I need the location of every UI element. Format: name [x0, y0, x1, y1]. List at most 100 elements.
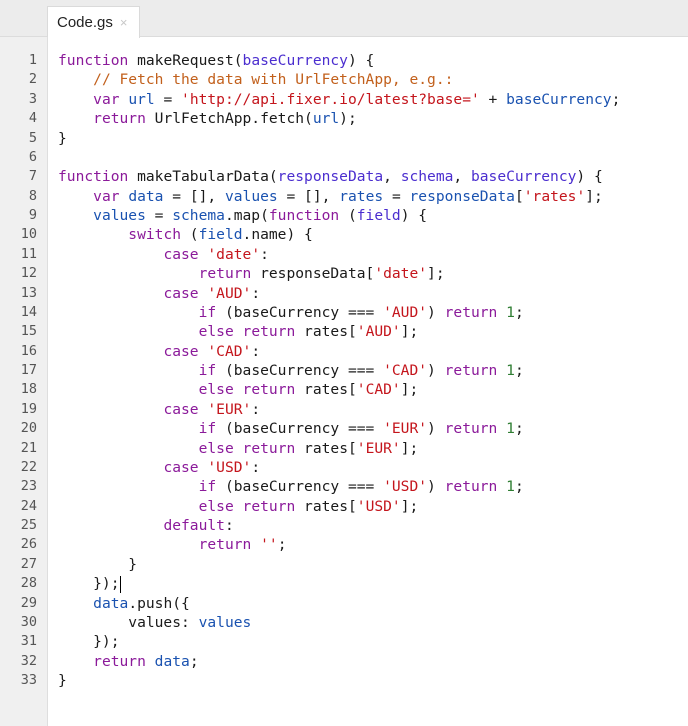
line-number: 27 [20, 555, 37, 572]
line-number: 22 [20, 458, 37, 475]
code-line[interactable]: return UrlFetchApp.fetch(url); [58, 109, 620, 128]
line-number: 33 [20, 672, 37, 688]
code-token-plain: ; [611, 90, 621, 108]
line-number: 21 [20, 439, 37, 456]
code-line[interactable]: switch (field.name) { [58, 225, 620, 244]
line-number: 28 [20, 575, 37, 592]
code-line[interactable]: else return rates['CAD']; [58, 380, 620, 399]
code-token-str: 'EUR' [356, 439, 401, 457]
code-line[interactable]: else return rates['EUR']; [58, 439, 620, 458]
code-token-plain: : [251, 400, 261, 418]
code-token-param: baseCurrency [242, 52, 348, 69]
code-token-cmt: // Fetch the data with UrlFetchApp, e.g.… [93, 71, 454, 89]
code-token-plain: ( [181, 226, 199, 244]
code-token-plain: .name) { [242, 226, 313, 244]
tab-bar: Code.gs × [0, 0, 688, 38]
code-line[interactable]: case 'AUD': [58, 284, 620, 303]
code-line[interactable]: values: values [58, 613, 620, 632]
line-number: 10 [20, 226, 37, 243]
code-token-plain: ]; [585, 187, 603, 205]
code-token-plain: ]; [400, 381, 419, 399]
code-line[interactable]: } [58, 671, 620, 690]
code-token-plain: } [58, 672, 67, 689]
code-line[interactable]: values = schema.map(function (field) { [58, 206, 620, 225]
code-token-kw: return [242, 381, 296, 399]
line-number: 6 [28, 148, 37, 165]
close-icon[interactable]: × [119, 15, 128, 30]
code-line[interactable]: return ''; [58, 535, 620, 554]
code-line[interactable]: default: [58, 516, 620, 535]
code-token-str: 'CAD' [207, 342, 252, 360]
code-token-plain [58, 595, 93, 612]
line-number: 8 [28, 187, 37, 204]
line-number: 17 [20, 362, 37, 378]
code-line[interactable]: function makeRequest(baseCurrency) { [58, 51, 620, 70]
code-token-kw: else [198, 381, 234, 399]
code-line[interactable]: else return rates['AUD']; [58, 322, 620, 341]
line-number: 11 [20, 245, 37, 262]
code-line[interactable]: function makeTabularData(responseData, s… [58, 167, 620, 186]
code-token-kw: var [93, 187, 120, 205]
code-line[interactable]: if (baseCurrency === 'EUR') return 1; [58, 419, 620, 438]
code-token-plain: : [260, 245, 269, 263]
code-line[interactable]: return responseData['date']; [58, 264, 620, 283]
code-line[interactable]: } [58, 555, 620, 574]
code-token-plain: ]; [427, 265, 445, 283]
code-token-param: field [356, 207, 401, 224]
code-line[interactable]: }); [58, 632, 620, 651]
code-token-plain: ; [189, 652, 199, 670]
code-line[interactable]: // Fetch the data with UrlFetchApp, e.g.… [58, 70, 620, 89]
code-token-str: 'USD' [383, 478, 428, 496]
code-token-plain [58, 71, 93, 88]
code-line[interactable]: var url = 'http://api.fixer.io/latest?ba… [58, 90, 620, 109]
code-token-plain: .map( [224, 207, 269, 224]
code-token-kw: case [163, 245, 199, 263]
code-line[interactable]: else return rates['USD']; [58, 497, 620, 516]
code-token-plain [58, 401, 163, 418]
code-line[interactable]: if (baseCurrency === 'AUD') return 1; [58, 303, 620, 322]
code-token-plain [58, 478, 199, 495]
code-token-kw: if [198, 478, 217, 496]
code-line[interactable]: data.push({ [58, 594, 620, 613]
code-token-plain: = [154, 90, 182, 108]
code-token-plain [58, 420, 199, 437]
code-line[interactable]: case 'USD': [58, 458, 620, 477]
code-token-kw: default [163, 517, 225, 534]
code-token-plain [497, 362, 506, 379]
code-line[interactable]: var data = [], values = [], rates = resp… [58, 187, 620, 206]
code-token-str: 'http://api.fixer.io/latest?base=' [181, 90, 480, 108]
line-number: 13 [20, 284, 37, 301]
code-token-str: 'AUD' [356, 323, 401, 341]
code-token-plain: makeRequest( [128, 52, 243, 69]
line-number: 24 [20, 497, 37, 514]
code-token-plain: (baseCurrency === [216, 478, 384, 496]
code-editor[interactable]: function makeRequest(baseCurrency) { // … [58, 51, 620, 690]
tab-code-gs[interactable]: Code.gs × [47, 6, 140, 38]
code-token-kw: if [198, 420, 217, 438]
code-token-param: responseData [277, 168, 384, 186]
code-token-plain: : [251, 284, 261, 302]
code-line[interactable]: if (baseCurrency === 'CAD') return 1; [58, 361, 620, 380]
code-token-plain: ) [427, 478, 445, 496]
line-number: 18 [20, 381, 37, 398]
code-line[interactable]: } [58, 129, 620, 148]
code-line[interactable]: case 'date': [58, 245, 620, 264]
code-line[interactable]: }); [58, 574, 620, 593]
code-token-def: values [198, 613, 252, 631]
code-token-kw: return [93, 652, 146, 670]
code-token-plain: rates[ [295, 497, 357, 515]
line-number: 31 [20, 633, 37, 650]
line-number: 23 [20, 478, 37, 495]
code-token-plain: (baseCurrency === [216, 362, 384, 379]
code-token-def: rates [339, 187, 384, 205]
code-line[interactable]: case 'EUR': [58, 400, 620, 419]
code-line[interactable]: case 'CAD': [58, 342, 620, 361]
code-line[interactable] [58, 148, 620, 167]
code-token-plain: ]; [400, 439, 419, 457]
code-token-plain [58, 343, 163, 360]
code-line[interactable]: return data; [58, 652, 620, 671]
code-token-kw: function [268, 207, 340, 224]
code-token-plain: responseData[ [251, 265, 375, 283]
code-line[interactable]: if (baseCurrency === 'USD') return 1; [58, 477, 620, 496]
code-token-kw: var [93, 90, 120, 108]
